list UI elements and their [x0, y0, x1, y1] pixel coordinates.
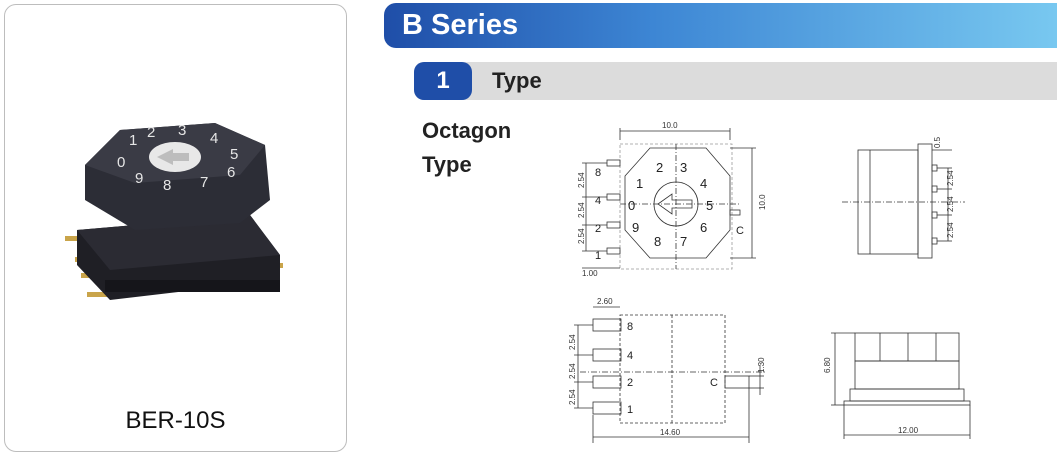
dial-digit-8: 8 — [163, 177, 171, 194]
top-view-digit-9: 9 — [632, 220, 639, 235]
top-view-digit-1: 1 — [636, 176, 643, 191]
top-view-digit-7: 7 — [680, 234, 687, 249]
footprint-pitch-1: 2.54 — [568, 334, 577, 350]
dial-digit-2: 2 — [147, 124, 155, 141]
dial-digit-0: 0 — [117, 154, 125, 171]
product-card: 0 1 2 3 4 5 6 7 8 9 BER-10S — [4, 4, 347, 452]
top-view-pin-2: 2 — [595, 223, 601, 235]
top-view-pin-8: 8 — [595, 167, 601, 179]
dial-digit-4: 4 — [210, 130, 218, 147]
type-name-line2: Type — [422, 152, 472, 177]
front-view-width-dim: 12.00 — [898, 426, 919, 435]
footprint-width-dim: 14.60 — [660, 428, 681, 437]
footprint-pitch-3: 2.54 — [568, 389, 577, 405]
top-view-digit-6: 6 — [700, 220, 707, 235]
footprint-pad-dim: 2.60 — [597, 297, 613, 306]
top-view-height-dim: 10.0 — [758, 194, 767, 210]
top-view-pitch-3: 2.54 — [577, 228, 586, 244]
product-name: BER-10S — [125, 407, 226, 434]
top-view-digit-3: 3 — [680, 160, 687, 175]
footprint-pin-4: 4 — [627, 350, 633, 362]
side-view-drawing: 0.5 2.54 2.54 2.54 — [842, 136, 965, 259]
top-view-digit-0: 0 — [628, 198, 635, 213]
footprint-pin-1: 1 — [627, 404, 633, 416]
series-banner: B Series — [384, 3, 1057, 48]
top-view-digit-5: 5 — [706, 198, 713, 213]
section-title: Type — [492, 68, 542, 93]
top-view-digit-4: 4 — [700, 176, 707, 191]
top-view-width-dim: 10.0 — [662, 121, 678, 130]
dial-digit-5: 5 — [230, 146, 238, 163]
top-view-offset-dim: 1.00 — [582, 269, 598, 278]
side-view-pitch-3: 2.54 — [946, 222, 955, 238]
footprint-common: C — [710, 377, 718, 389]
side-view-pitch-2: 2.54 — [946, 196, 955, 212]
footprint-pin-2: 2 — [627, 377, 633, 389]
dial-digit-1: 1 — [129, 132, 137, 149]
footprint-pitch-2: 2.54 — [568, 363, 577, 379]
product-photo: 0 1 2 3 4 5 6 7 8 9 — [65, 122, 283, 300]
dial-digit-9: 9 — [135, 170, 143, 187]
top-view-digit-2: 2 — [656, 160, 663, 175]
dial-digit-6: 6 — [227, 164, 235, 181]
series-title: B Series — [402, 9, 519, 41]
dial-digit-7: 7 — [200, 174, 208, 191]
top-view-drawing: 10.0 10.0 2.54 2.54 2.54 1.00 8 4 2 1 C … — [577, 121, 767, 278]
side-view-pitch-1: 2.54 — [946, 170, 955, 186]
type-name-line1: Octagon — [422, 118, 512, 143]
side-view-top-dim: 0.5 — [933, 136, 942, 148]
footprint-pin-8: 8 — [627, 321, 633, 333]
section-number: 1 — [414, 62, 472, 100]
section-bar: 1 Type — [414, 62, 1057, 100]
top-view-digit-8: 8 — [654, 234, 661, 249]
top-view-pitch-2: 2.54 — [577, 202, 586, 218]
dial-digit-3: 3 — [178, 122, 186, 139]
top-view-common: C — [736, 225, 744, 237]
front-view-drawing: 6.80 12.00 — [823, 332, 971, 439]
front-view-height-dim: 6.80 — [823, 357, 832, 373]
top-view-pitch-1: 2.54 — [577, 172, 586, 188]
footprint-pad-height-dim: 1.30 — [757, 357, 766, 373]
top-view-pin-4: 4 — [595, 195, 601, 207]
top-view-pin-1: 1 — [595, 250, 601, 262]
footprint-drawing: 2.60 14.60 1.30 2.54 2.54 2.54 8 4 2 1 C — [568, 297, 766, 443]
